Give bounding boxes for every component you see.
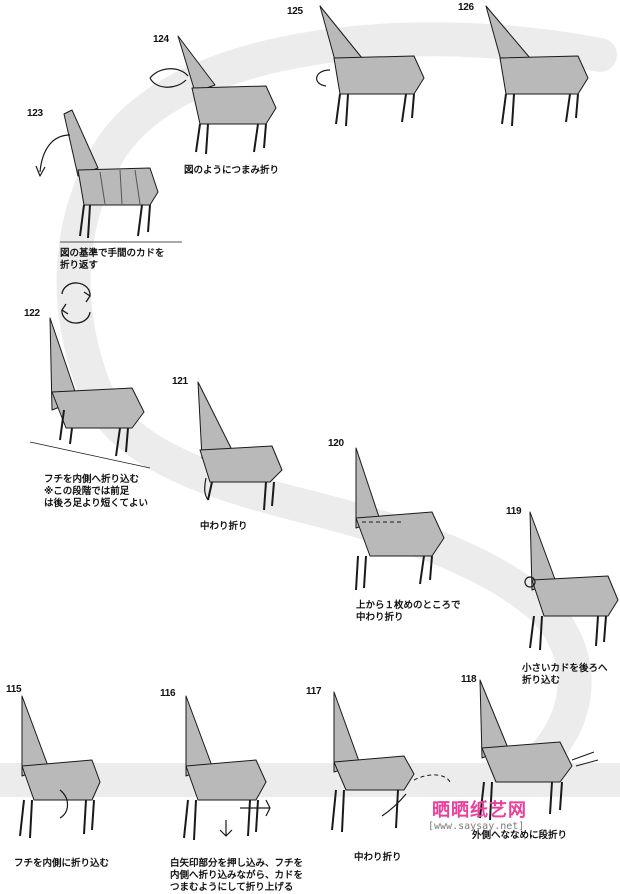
- step-number-122: 122: [24, 308, 40, 319]
- caption-line: 白矢印部分を押し込み、フチを: [170, 858, 303, 870]
- step-caption-124: 図のようにつまみ折り: [184, 165, 279, 177]
- step-number-123: 123: [27, 108, 43, 119]
- step-caption-115: フチを内側に折り込む: [14, 858, 109, 870]
- step-number-126: 126: [458, 2, 474, 13]
- step-number-118: 118: [461, 674, 476, 685]
- caption-line: 図の基準で手間のカドを: [60, 248, 165, 260]
- step-caption-116: 白矢印部分を押し込み、フチを内側へ折り込みながら、カドをつまむようにして折り上げ…: [170, 858, 303, 894]
- caption-line: ※この段階では前足: [44, 486, 148, 498]
- step-caption-121: 中わり折り: [200, 521, 248, 533]
- model-step-116: [184, 696, 270, 840]
- step-caption-120: 上から１枚めのところで中わり折り: [356, 600, 461, 624]
- caption-line: 折り込む: [522, 675, 608, 687]
- caption-line: 中わり折り: [200, 521, 248, 533]
- model-step-115: [20, 696, 100, 838]
- step-number-121: 121: [172, 376, 188, 387]
- step-number-124: 124: [153, 34, 169, 45]
- step-number-117: 117: [306, 686, 321, 697]
- caption-line: 小さいカドを後ろへ: [522, 663, 608, 675]
- step-number-115: 115: [6, 684, 21, 695]
- step-number-125: 125: [287, 6, 303, 17]
- caption-line: 折り返す: [60, 260, 165, 272]
- model-step-126: [486, 6, 588, 126]
- caption-line: フチを内側に折り込む: [14, 858, 109, 870]
- caption-line: は後ろ足より短くてよい: [44, 498, 148, 510]
- step-caption-122: フチを内側へ折り込む※この段階では前足は後ろ足より短くてよい: [44, 474, 148, 510]
- step-caption-119: 小さいカドを後ろへ折り込む: [522, 663, 608, 687]
- step-number-120: 120: [328, 438, 344, 449]
- watermark-text: 晒晒纸艺网: [432, 796, 527, 822]
- caption-line: 内側へ折り込みながら、カドを: [170, 870, 303, 882]
- caption-line: 上から１枚めのところで: [356, 600, 461, 612]
- step-caption-123: 図の基準で手間のカドを折り返す: [60, 248, 165, 272]
- caption-line: つまむようにして折り上げる: [170, 882, 303, 894]
- step-number-116: 116: [160, 688, 175, 699]
- caption-line: フチを内側へ折り込む: [44, 474, 148, 486]
- step-caption-117: 中わり折り: [354, 852, 402, 864]
- watermark-url: [www.saysay.net]: [428, 821, 524, 832]
- model-step-120: [356, 448, 444, 590]
- caption-line: 中わり折り: [354, 852, 402, 864]
- step-number-119: 119: [506, 506, 521, 517]
- caption-line: 中わり折り: [356, 612, 461, 624]
- caption-line: 図のようにつまみ折り: [184, 165, 279, 177]
